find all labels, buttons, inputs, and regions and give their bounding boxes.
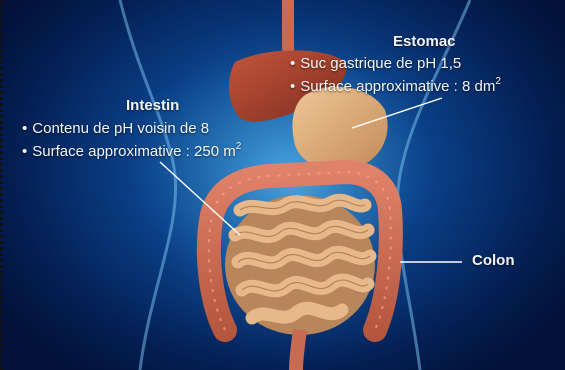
bullet-marker: • [22, 120, 27, 137]
intestin-title: Intestin [126, 97, 179, 114]
intestin-surface: •Surface approximative : 250 m2 [22, 143, 241, 160]
bullet-marker: • [290, 78, 295, 95]
bullet-marker: • [22, 143, 27, 160]
estomac-surface: •Surface approximative : 8 dm2 [290, 78, 501, 95]
stomach [292, 87, 387, 170]
small-intestine [225, 195, 375, 335]
colon-title: Colon [472, 252, 515, 269]
intestin-ph: •Contenu de pH voisin de 8 [22, 120, 209, 137]
estomac-ph: •Suc gastrique de pH 1,5 [290, 55, 461, 72]
bullet-marker: • [290, 55, 295, 72]
rectum [296, 330, 300, 370]
estomac-title: Estomac [393, 33, 456, 50]
